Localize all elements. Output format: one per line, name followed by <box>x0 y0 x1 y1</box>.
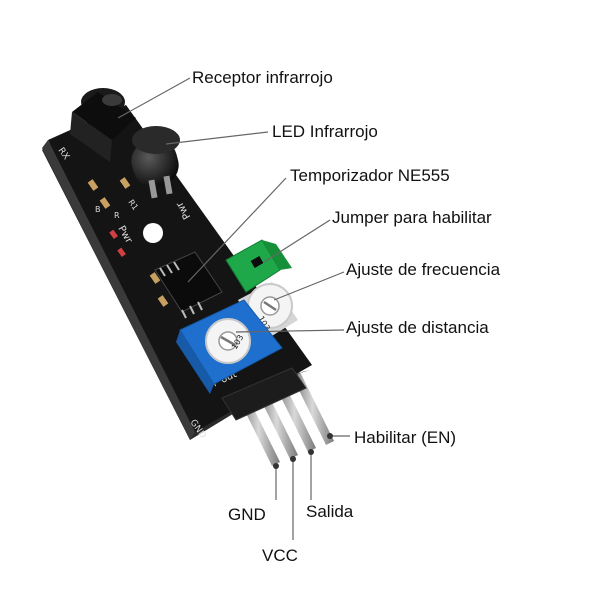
leader-temporizador <box>187 177 287 283</box>
potentiometer-distance: 103 <box>176 299 283 394</box>
smd-led <box>117 247 126 257</box>
mounting-hole <box>143 223 163 243</box>
leader-receptor <box>117 77 191 119</box>
jumper <box>225 239 292 293</box>
smd-resistor <box>149 272 161 284</box>
leader-jumper <box>263 219 331 263</box>
ir-led <box>131 126 180 199</box>
leader-dots <box>273 433 333 469</box>
pin-header-block <box>221 367 307 421</box>
potentiometer-frequency: 103 <box>238 282 298 342</box>
smd-resistor <box>119 177 131 189</box>
label-habilitar: Habilitar (EN) <box>354 428 457 447</box>
smd-resistor <box>87 179 99 191</box>
smd-resistor <box>157 295 169 307</box>
leader-distancia <box>235 329 345 333</box>
label-temporizador: Temporizador NE555 <box>290 166 450 185</box>
label-receptor: Receptor infrarrojo <box>192 68 333 87</box>
leader-lines <box>117 77 350 540</box>
label-jumper: Jumper para habilitar <box>332 208 492 227</box>
leader-frecuencia <box>273 271 345 301</box>
label-gnd: GND <box>228 505 266 524</box>
pcb-edge <box>42 140 195 440</box>
silk-b: B <box>95 205 101 214</box>
label-frecuencia: Ajuste de frecuencia <box>346 260 501 279</box>
smd-resistor <box>99 197 111 209</box>
silk-r: R <box>114 211 120 220</box>
leader-led <box>165 131 269 145</box>
label-salida: Salida <box>306 502 354 521</box>
label-led: LED Infrarrojo <box>272 122 378 141</box>
label-vcc: VCC <box>262 546 298 565</box>
smd-led <box>109 229 118 239</box>
label-distancia: Ajuste de distancia <box>346 318 489 337</box>
ir-receptor <box>70 88 136 162</box>
